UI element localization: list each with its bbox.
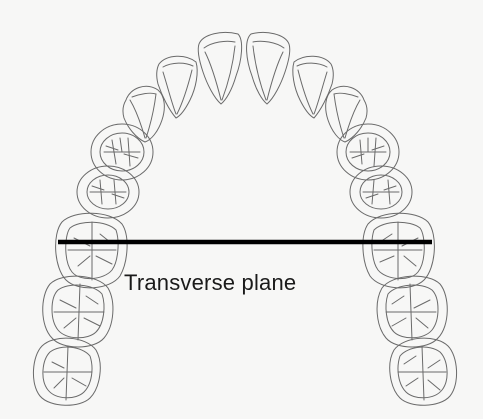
r-premolar-1-tooth (91, 124, 153, 180)
l-molar-3-tooth (390, 338, 457, 405)
l-premolar-1-tooth (337, 124, 399, 180)
r-molar-3-tooth (33, 338, 100, 405)
r-premolar-2-tooth (77, 166, 139, 218)
l-incisor-central-tooth (247, 32, 290, 104)
r-incisor-lateral-tooth (157, 56, 198, 118)
transverse-plane-label: Transverse plane (124, 270, 364, 296)
l-incisor-lateral-tooth (293, 56, 334, 118)
r-incisor-central-tooth (198, 32, 241, 104)
l-premolar-2-tooth (350, 166, 412, 218)
